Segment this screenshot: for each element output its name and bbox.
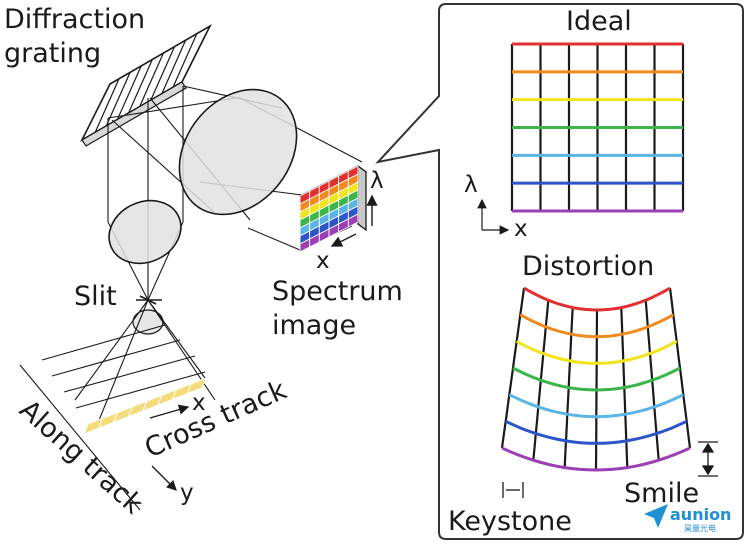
distortion-grid bbox=[500, 286, 692, 472]
distorted-wavelength-line bbox=[519, 313, 675, 339]
cross-track-x-arrow bbox=[149, 404, 190, 419]
grating-groove bbox=[161, 39, 187, 95]
sensor-lambda-label: λ bbox=[370, 168, 384, 194]
aunion-logo: aunion 昊量光电 bbox=[644, 504, 731, 533]
grating-groove bbox=[94, 78, 120, 133]
keystone-indicator bbox=[502, 482, 524, 498]
grating-groove bbox=[172, 33, 198, 88]
grating-groove bbox=[139, 52, 165, 108]
cross-track-scan-line bbox=[83, 377, 207, 435]
brand-sub: 昊量光电 bbox=[684, 523, 716, 533]
diffraction-grating-label-line1: Diffraction bbox=[4, 4, 145, 35]
distortion-title: Distortion bbox=[522, 251, 654, 282]
diffraction-grating-label-line2: grating bbox=[4, 38, 101, 69]
along-track-y-arrow bbox=[151, 465, 177, 491]
distorted-wavelength-line bbox=[508, 393, 684, 419]
smile-label: Smile bbox=[624, 478, 699, 509]
spectrum-pixel bbox=[347, 213, 359, 228]
ideal-grid bbox=[510, 42, 685, 213]
cross-track-label: Cross track bbox=[140, 374, 291, 464]
ideal-lambda-label: λ bbox=[464, 172, 478, 198]
scan-pixel bbox=[186, 377, 207, 395]
collimating-lens bbox=[108, 199, 182, 265]
grating-groove bbox=[116, 65, 142, 120]
brand-name: aunion bbox=[670, 505, 731, 524]
distorted-wavelength-line bbox=[505, 419, 688, 445]
distorted-wavelength-line bbox=[523, 286, 671, 312]
distorted-wavelength-line bbox=[515, 339, 678, 365]
grating-groove bbox=[127, 58, 153, 114]
ideal-x-label: x bbox=[514, 216, 528, 242]
slit-label: Slit bbox=[74, 281, 117, 312]
ideal-title: Ideal bbox=[566, 6, 632, 37]
sensor-x-arrow bbox=[330, 233, 357, 247]
spectrum-image-label-line2: image bbox=[272, 310, 356, 341]
sensor-x-label: x bbox=[316, 248, 330, 274]
distorted-wavelength-line bbox=[501, 446, 691, 472]
ground-y-label: y bbox=[180, 480, 194, 506]
smile-indicator bbox=[698, 441, 718, 477]
ground-scan-plane bbox=[19, 299, 216, 511]
spectrum-image-label-line1: Spectrum bbox=[272, 276, 403, 307]
keystone-label: Keystone bbox=[448, 506, 572, 537]
grating-groove bbox=[150, 46, 176, 101]
ground-x-label: x bbox=[192, 390, 206, 416]
spectrum-pixel-grid bbox=[299, 165, 359, 253]
sensor-cube bbox=[298, 164, 368, 253]
focusing-lens bbox=[178, 88, 298, 216]
callout-panel bbox=[375, 3, 744, 540]
distorted-wavelength-line bbox=[512, 366, 681, 392]
